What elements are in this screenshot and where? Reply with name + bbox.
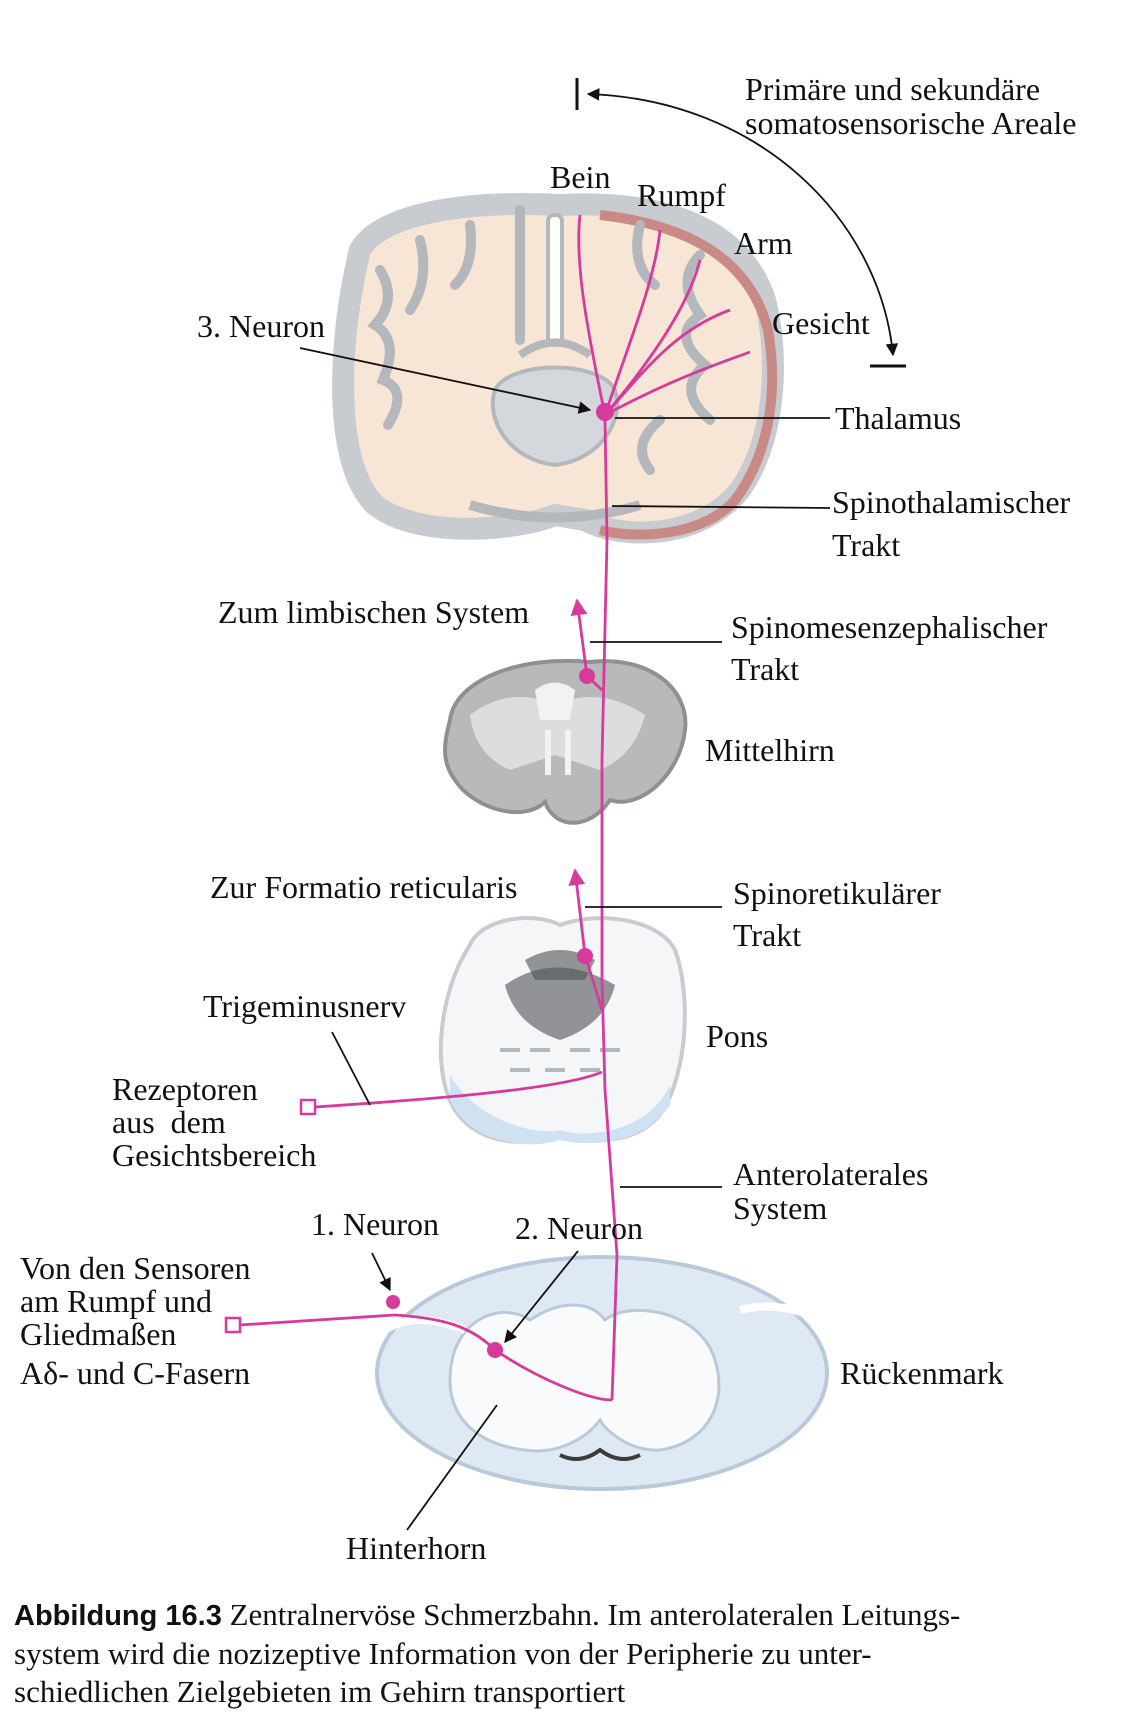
areale-label-line2: somatosensorische Areale	[745, 105, 1077, 141]
rezeptoren-label-line1: Rezeptoren	[112, 1071, 258, 1107]
formatio-label: Zur Formatio reticularis	[210, 869, 518, 905]
sensoren-label-line2: am Rumpf und	[20, 1283, 212, 1319]
rezeptoren-label-line3: Gesichtsbereich	[112, 1137, 317, 1173]
neuron2-dot	[487, 1342, 503, 1358]
gesicht-label: Gesicht	[772, 305, 870, 341]
areale-curved-arrow	[586, 88, 899, 357]
pons-section	[438, 916, 687, 1145]
neuron1-leader	[371, 1252, 391, 1292]
body-receptor-fiber	[239, 1313, 396, 1327]
rueckenmark-label: Rückenmark	[840, 1355, 1004, 1391]
bein-label: Bein	[550, 159, 611, 195]
mittelhirn-label: Mittelhirn	[705, 732, 835, 768]
limbisch-label: Zum limbischen System	[218, 594, 530, 630]
anterolat-label-line2: System	[733, 1190, 828, 1226]
midbrain-section	[443, 658, 688, 825]
anterolat-label-line1: Anterolaterales	[733, 1156, 929, 1192]
mesencephal-neuron-dot	[579, 668, 595, 684]
pons-label: Pons	[706, 1018, 769, 1054]
neuron2-label: 2. Neuron	[515, 1210, 643, 1246]
caption-figure-label: Abbildung 16.3	[14, 1600, 222, 1632]
spinothal-leader	[611, 505, 831, 509]
rumpf-label: Rumpf	[637, 177, 726, 213]
areale-label-line1: Primäre und sekundäre	[745, 71, 1041, 107]
thalamus-fiber-bein	[577, 214, 607, 416]
neuron3-dot	[596, 403, 614, 421]
spinomes-label-line2: Trakt	[731, 651, 800, 687]
rezeptoren-label-line2: aus dem	[112, 1104, 226, 1140]
hinterhorn-label: Hinterhorn	[346, 1530, 487, 1566]
spinoret-label-line2: Trakt	[733, 917, 802, 953]
caption-text-line1: Zentralnervöse Schmerzbahn. Im anterolat…	[221, 1597, 961, 1632]
leader-lines	[299, 78, 906, 1531]
caption-line1: Abbildung 16.3 Zentralnervöse Schmerzbah…	[14, 1596, 1124, 1635]
caption-line2: system wird die nozizeptive Information …	[14, 1636, 872, 1671]
caption-line3: schiedlichen Zielgebieten im Gehirn tran…	[14, 1674, 626, 1709]
neuron3-label: 3. Neuron	[197, 308, 325, 344]
thalamus-label: Thalamus	[835, 400, 962, 436]
neuron3-leader	[299, 347, 592, 414]
sensoren-label-line3: Gliedmaßen	[20, 1316, 177, 1352]
arm-label: Arm	[734, 225, 793, 261]
trigeminus-leader	[331, 1031, 371, 1106]
spinomes-label-line1: Spinomesenzephalischer	[731, 609, 1048, 645]
figure-caption: Abbildung 16.3 Zentralnervöse Schmerzbah…	[14, 1596, 1124, 1711]
brain-section	[332, 193, 784, 544]
hinterhorn-leader	[406, 1404, 498, 1531]
body-receptor-marker	[224, 1316, 242, 1334]
face-receptor-marker	[299, 1098, 317, 1116]
trigeminus-fiber	[314, 1070, 603, 1109]
neuron-dots	[386, 403, 614, 1358]
fasern-label: Aδ- und C-Fasern	[20, 1355, 251, 1391]
anterolateral-tract-line	[600, 419, 619, 1401]
thalamus-fiber-gesicht	[604, 350, 751, 417]
neuron2-leader	[504, 1250, 579, 1343]
spinothal-label-line1: Spinothalamischer	[832, 484, 1071, 520]
reticular-neuron-dot	[577, 948, 593, 964]
neuron1-label: 1. Neuron	[311, 1206, 439, 1242]
spinal-cord-section	[375, 1255, 829, 1491]
trigeminus-label: Trigeminusnerv	[203, 988, 407, 1024]
neuron1-dot	[386, 1295, 400, 1309]
sensoren-label-line1: Von den Sensoren	[20, 1250, 251, 1286]
spinoret-label-line1: Spinoretikulärer	[733, 875, 941, 911]
spinothal-label-line2: Trakt	[832, 527, 901, 563]
